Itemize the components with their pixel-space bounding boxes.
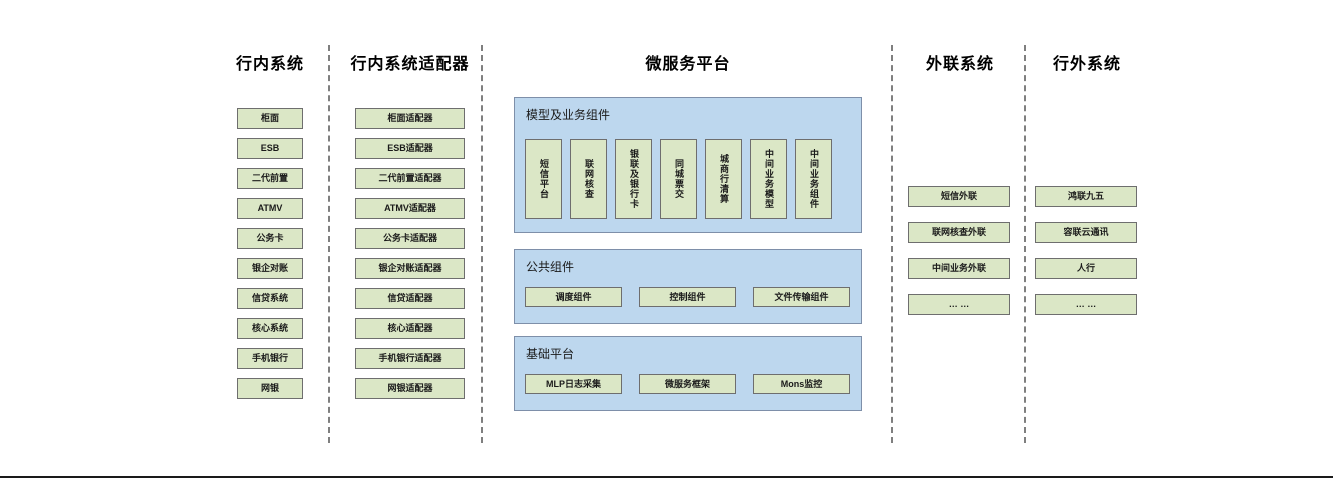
panel-title: 公共组件 <box>526 260 575 274</box>
component-box: 控制组件 <box>639 287 736 307</box>
component-box: 中间业务组件 <box>795 139 832 219</box>
panel-base-platform: 基础平台 MLP日志采集 微服务框架 Mons监控 <box>514 336 862 411</box>
component-box: 文件传输组件 <box>753 287 850 307</box>
internal-adapters-list: 柜面适配器 ESB适配器 二代前置适配器 ATMV适配器 公务卡适配器 银企对账… <box>355 108 465 399</box>
adapter-box: 网银适配器 <box>355 378 465 399</box>
system-box: 中间业务外联 <box>908 258 1010 279</box>
system-box: 网银 <box>237 378 303 399</box>
panel-title: 模型及业务组件 <box>526 108 611 122</box>
column-divider <box>481 45 483 443</box>
system-box: 短信外联 <box>908 186 1010 207</box>
component-box: 银联及银行卡 <box>615 139 652 219</box>
internal-systems-list: 柜面 ESB 二代前置 ATMV 公务卡 银企对账 信贷系统 核心系统 手机银行… <box>237 108 303 399</box>
column-title-internal-systems: 行内系统 <box>235 56 304 73</box>
column-title-outside-systems: 行外系统 <box>1052 56 1121 73</box>
system-box: 二代前置 <box>237 168 303 189</box>
component-box: 同城票交 <box>660 139 697 219</box>
system-box: … … <box>908 294 1010 315</box>
column-divider <box>328 45 330 443</box>
column-divider <box>1024 45 1026 443</box>
panel-title: 基础平台 <box>526 347 575 361</box>
system-box: 柜面 <box>237 108 303 129</box>
component-box: 城商行清算 <box>705 139 742 219</box>
system-box: 核心系统 <box>237 318 303 339</box>
horizontal-component-row: 调度组件 控制组件 文件传输组件 <box>525 287 850 307</box>
system-box: ATMV <box>237 198 303 219</box>
system-box: 联网核查外联 <box>908 222 1010 243</box>
panel-model-business-components: 模型及业务组件 短信平台 联网核查 银联及银行卡 同城票交 城商行清算 中间业务… <box>514 97 862 233</box>
column-title-internal-adapters: 行内系统适配器 <box>350 56 470 73</box>
system-box: 鸿联九五 <box>1035 186 1137 207</box>
column-divider <box>891 45 893 443</box>
outside-systems-list: 鸿联九五 容联云通讯 人行 … … <box>1035 186 1137 315</box>
system-box: ESB <box>237 138 303 159</box>
component-box: 中间业务模型 <box>750 139 787 219</box>
adapter-box: 核心适配器 <box>355 318 465 339</box>
horizontal-component-row: MLP日志采集 微服务框架 Mons监控 <box>525 374 850 394</box>
column-title-microservice-platform: 微服务平台 <box>645 56 731 73</box>
panel-common-components: 公共组件 调度组件 控制组件 文件传输组件 <box>514 249 862 324</box>
external-link-systems-list: 短信外联 联网核查外联 中间业务外联 … … <box>908 186 1010 315</box>
bottom-divider-line <box>0 476 1333 478</box>
component-box: 调度组件 <box>525 287 622 307</box>
system-box: 容联云通讯 <box>1035 222 1137 243</box>
adapter-box: 柜面适配器 <box>355 108 465 129</box>
column-title-external-link-systems: 外联系统 <box>925 56 994 73</box>
adapter-box: 手机银行适配器 <box>355 348 465 369</box>
system-box: 人行 <box>1035 258 1137 279</box>
adapter-box: 信贷适配器 <box>355 288 465 309</box>
system-box: 手机银行 <box>237 348 303 369</box>
component-box: 短信平台 <box>525 139 562 219</box>
adapter-box: ESB适配器 <box>355 138 465 159</box>
component-box: MLP日志采集 <box>525 374 622 394</box>
system-box: 信贷系统 <box>237 288 303 309</box>
component-box: Mons监控 <box>753 374 850 394</box>
adapter-box: ATMV适配器 <box>355 198 465 219</box>
vertical-component-row: 短信平台 联网核查 银联及银行卡 同城票交 城商行清算 中间业务模型 中间业务组… <box>525 139 832 219</box>
system-box: … … <box>1035 294 1137 315</box>
adapter-box: 公务卡适配器 <box>355 228 465 249</box>
adapter-box: 二代前置适配器 <box>355 168 465 189</box>
system-box: 公务卡 <box>237 228 303 249</box>
component-box: 联网核查 <box>570 139 607 219</box>
adapter-box: 银企对账适配器 <box>355 258 465 279</box>
component-box: 微服务框架 <box>639 374 736 394</box>
system-box: 银企对账 <box>237 258 303 279</box>
